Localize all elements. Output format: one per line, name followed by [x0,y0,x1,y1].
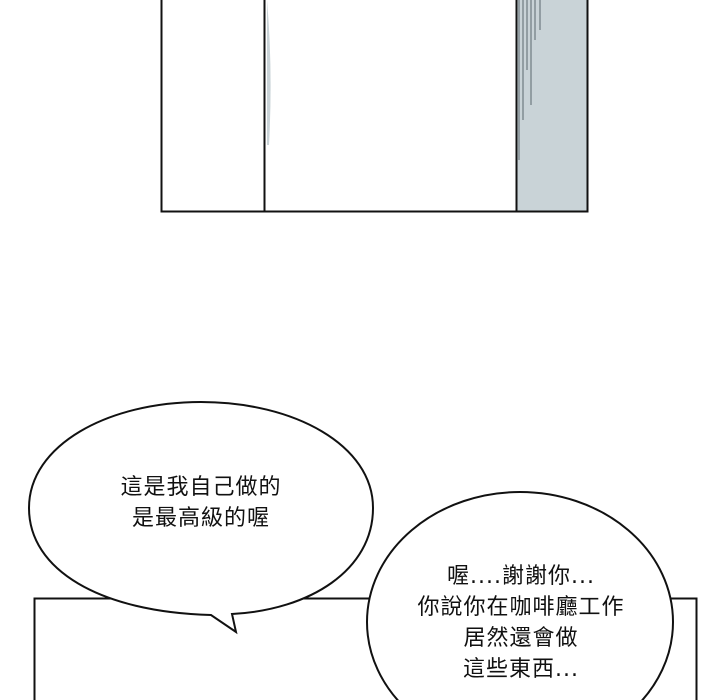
bottom-panel-border [33,597,698,700]
shaded-column [516,0,587,211]
right-bubble-line: 你說你在咖啡廳工作 [417,595,625,620]
left-bubble-line: 是最高級的喔 [131,506,270,531]
right-speech-bubble [366,491,674,700]
right-bubble-text: 喔....謝謝你... 你說你在咖啡廳工作 居然還會做 這些東西... [368,561,674,685]
left-bubble-line: 這是我自己做的 [120,475,282,500]
edge-shading [267,0,271,145]
top-panel-border [160,0,589,213]
right-bubble-line: 這些東西... [463,657,579,682]
shade-streaks [518,0,541,160]
left-speech-bubble [27,400,375,635]
left-bubble-text: 這是我自己做的 是最高級的喔 [29,472,373,534]
right-bubble-line: 喔....謝謝你... [447,564,595,589]
right-bubble-line: 居然還會做 [463,626,579,651]
top-panel [160,0,589,213]
